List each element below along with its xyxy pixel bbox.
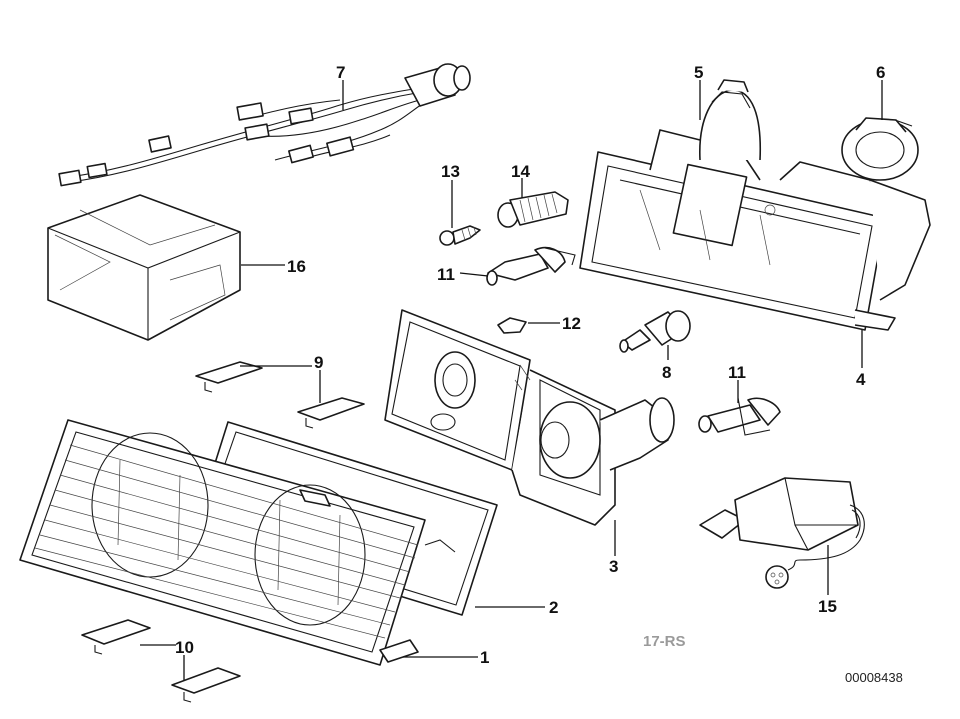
callout-13: 13 <box>441 162 460 181</box>
small-bulb-part <box>497 317 527 334</box>
bulb-holder-part-6 <box>841 117 919 181</box>
leader-lines <box>140 80 883 680</box>
callout-4: 4 <box>856 370 866 389</box>
callout-3: 3 <box>609 557 618 576</box>
callout-16: 16 <box>287 257 306 276</box>
callout-14: 14 <box>511 162 530 181</box>
ballast-part <box>699 477 865 589</box>
clip-part-9 <box>195 361 365 429</box>
adjuster-part <box>497 191 569 228</box>
callout-7: 7 <box>336 63 345 82</box>
clip-part-10 <box>81 619 241 703</box>
reflector-part <box>384 309 675 526</box>
screw-part <box>439 225 481 246</box>
wiring-harness-part <box>58 63 471 187</box>
bulb-part-8 <box>619 310 691 353</box>
callout-6: 6 <box>876 63 885 82</box>
callout-2: 2 <box>549 598 558 617</box>
callout-labels: 7 5 6 13 14 11 16 12 8 4 11 9 3 15 2 1 1… <box>175 63 885 667</box>
callout-11-lower: 11 <box>728 363 746 382</box>
bulb-part-upper <box>486 246 576 286</box>
callout-8: 8 <box>662 363 671 382</box>
headlight-lens-part <box>19 419 426 666</box>
callout-15: 15 <box>818 597 837 616</box>
drawing-number: 00008438 <box>845 670 903 685</box>
callout-10: 10 <box>175 638 194 657</box>
bulb-holder-part-5 <box>699 79 762 161</box>
bulb-part-lower <box>698 397 781 436</box>
callout-1: 1 <box>480 648 489 667</box>
callout-5: 5 <box>694 63 703 82</box>
callout-11-upper: 11 <box>437 265 455 284</box>
headlight-housing-part <box>579 129 931 331</box>
callout-12: 12 <box>562 314 581 333</box>
watermark-text: 17-RS <box>643 633 686 650</box>
callout-9: 9 <box>314 353 323 372</box>
kit-box-part <box>47 194 241 341</box>
